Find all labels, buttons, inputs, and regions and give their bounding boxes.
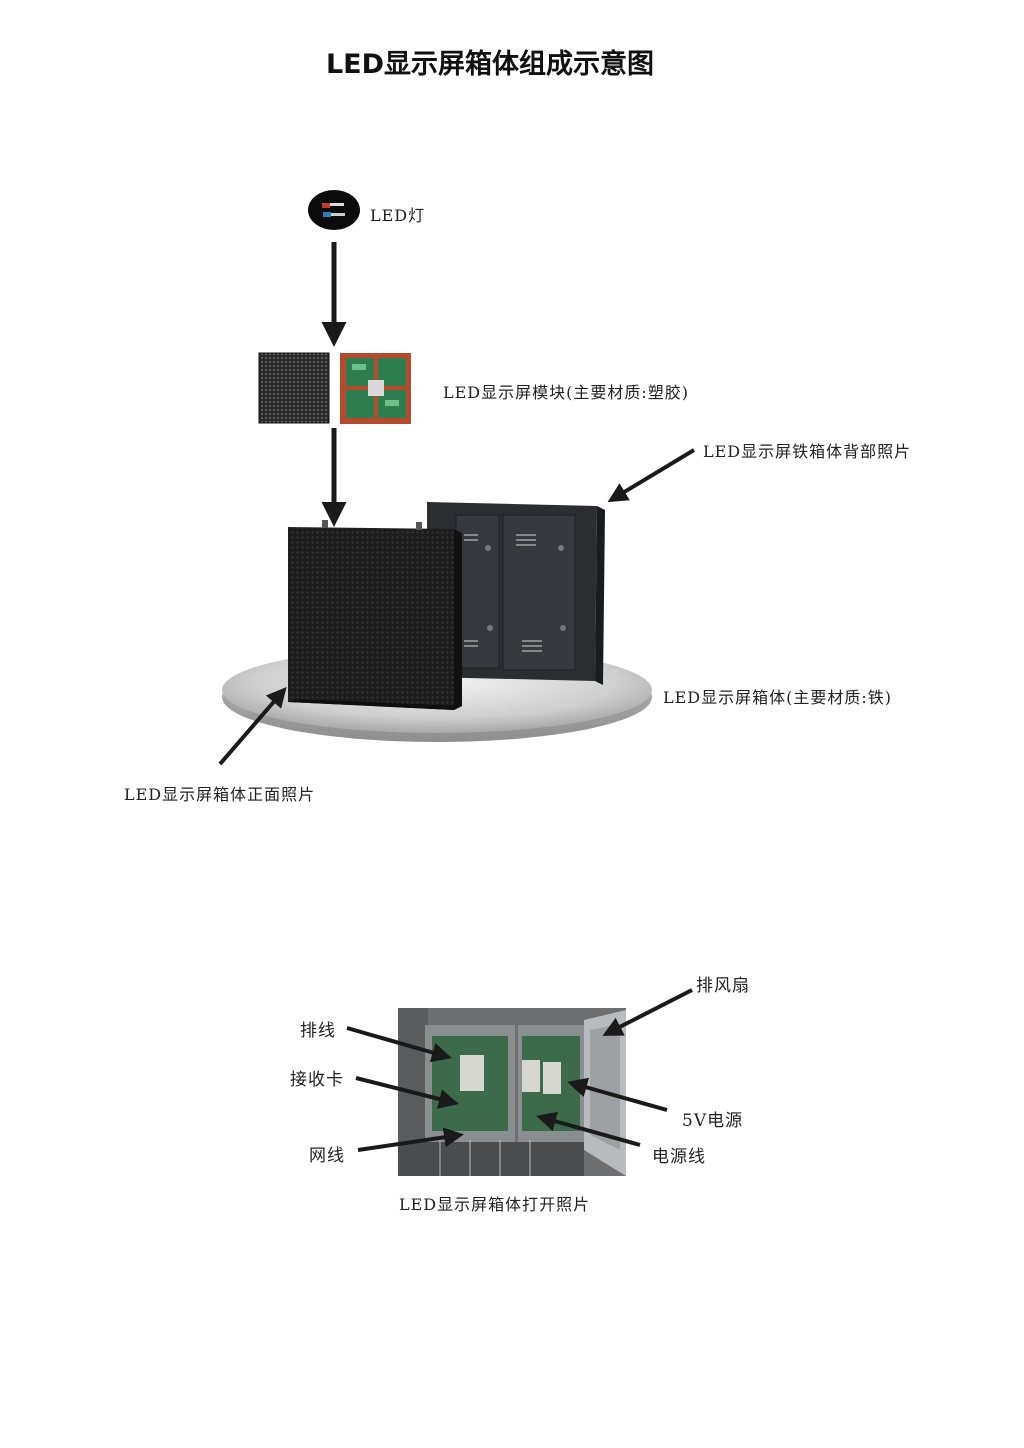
arrow-power-5v — [567, 1077, 668, 1112]
arrow-power-cable — [536, 1111, 641, 1147]
arrow-network-cable — [357, 1127, 464, 1152]
callout-exhaust-fan: 排风扇 — [696, 976, 750, 996]
arrow-cabinet-front — [218, 686, 287, 766]
cabinet-front-image — [288, 520, 462, 710]
label-cabinet: LED显示屏箱体(主要材质:铁) — [663, 688, 893, 707]
arrow-exhaust-fan — [602, 988, 693, 1036]
arrow-receiving-card — [355, 1076, 459, 1109]
module-back-image — [340, 353, 411, 424]
arrow-cabinet-back — [607, 448, 696, 503]
module-front-image — [258, 352, 330, 424]
led-lamp-image — [308, 190, 360, 230]
cabinet-open-image — [398, 1008, 626, 1176]
cabinet-back-image — [427, 502, 605, 685]
label-cabinet-back: LED显示屏铁箱体背部照片 — [703, 442, 912, 461]
label-cabinet-front: LED显示屏箱体正面照片 — [124, 785, 316, 804]
page-title: LED显示屏箱体组成示意图 — [325, 49, 655, 80]
callout-ribbon-cable: 排线 — [300, 1021, 336, 1041]
callout-power-5v: 5V电源 — [682, 1111, 744, 1131]
label-cabinet-open: LED显示屏箱体打开照片 — [399, 1195, 591, 1214]
arrow-ribbon-cable — [346, 1026, 452, 1063]
callout-power-cable: 电源线 — [652, 1147, 706, 1167]
label-module: LED显示屏模块(主要材质:塑胶) — [443, 383, 690, 402]
callout-network-cable: 网线 — [309, 1146, 345, 1166]
label-led-lamp: LED灯 — [370, 206, 426, 225]
callout-receiving-card: 接收卡 — [290, 1070, 344, 1090]
